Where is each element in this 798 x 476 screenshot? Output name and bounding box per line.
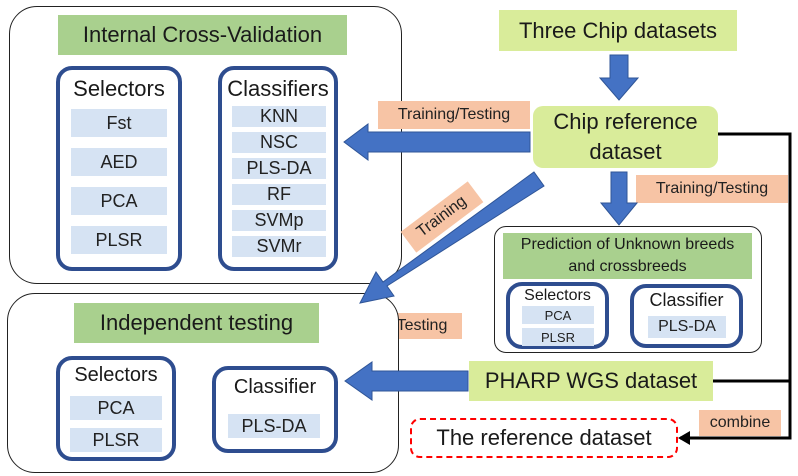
independent-selector-plsr: PLSR	[70, 428, 162, 452]
prediction-classifier-group: Classifier PLS-DA	[630, 284, 743, 348]
internal-classifier-nsc: NSC	[232, 132, 326, 153]
internal-classifiers-title: Classifiers	[227, 76, 329, 101]
internal-classifier-rf: RF	[232, 184, 326, 205]
reference-dataset-node: The reference dataset	[410, 418, 678, 458]
independent-classifier-plsda: PLS-DA	[228, 414, 320, 438]
internal-classifier-plsda: PLS-DA	[232, 158, 326, 179]
prediction-selector-plsr: PLSR	[522, 328, 594, 346]
prediction-classifier-title: Classifier	[649, 290, 724, 310]
prediction-selectors-title: Selectors	[524, 287, 591, 304]
arrowhead-combine	[678, 431, 690, 445]
internal-cv-title: Internal Cross-Validation	[58, 15, 347, 55]
pharp-wgs-dataset-node: PHARP WGS dataset	[469, 361, 713, 401]
internal-classifier-knn: KNN	[232, 106, 326, 127]
internal-selector-fst: Fst	[71, 109, 167, 137]
prediction-selectors-group: Selectors PCA PLSR	[506, 282, 609, 349]
training-testing-label-down: Training/Testing	[636, 175, 788, 203]
prediction-title: Prediction of Unknown breeds and crossbr…	[503, 233, 752, 279]
prediction-selector-pca: PCA	[522, 306, 594, 324]
independent-selectors-group: Selectors PCA PLSR	[56, 356, 176, 461]
chip-reference-dataset-node: Chip reference dataset	[533, 106, 718, 168]
three-chip-datasets-node: Three Chip datasets	[499, 10, 737, 51]
independent-selectors-title: Selectors	[74, 364, 158, 386]
training-testing-label-left: Training/Testing	[378, 101, 530, 129]
internal-selector-pca: PCA	[71, 187, 167, 215]
arrow-three-chip-to-reference	[598, 54, 640, 101]
internal-selector-aed: AED	[71, 148, 167, 176]
independent-classifier-group: Classifier PLS-DA	[212, 366, 338, 453]
independent-testing-title: Independent testing	[74, 303, 319, 343]
internal-selectors-title: Selectors	[73, 76, 165, 101]
training-label: Training	[400, 181, 484, 253]
internal-selectors-group: Selectors Fst AED PCA PLSR	[56, 66, 182, 271]
reference-dataset-label: The reference dataset	[436, 425, 652, 450]
independent-selector-pca: PCA	[70, 396, 162, 420]
prediction-classifier-plsda: PLS-DA	[648, 316, 726, 338]
internal-classifier-svmp: SVMp	[232, 210, 326, 231]
arrow-reference-to-prediction	[599, 171, 639, 226]
internal-classifier-svmr: SVMr	[232, 236, 326, 257]
internal-selector-plsr: PLSR	[71, 226, 167, 254]
independent-classifier-title: Classifier	[233, 376, 317, 398]
internal-classifiers-group: Classifiers KNN NSC PLS-DA RF SVMp SVMr	[218, 66, 338, 271]
combine-label: combine	[699, 410, 781, 436]
